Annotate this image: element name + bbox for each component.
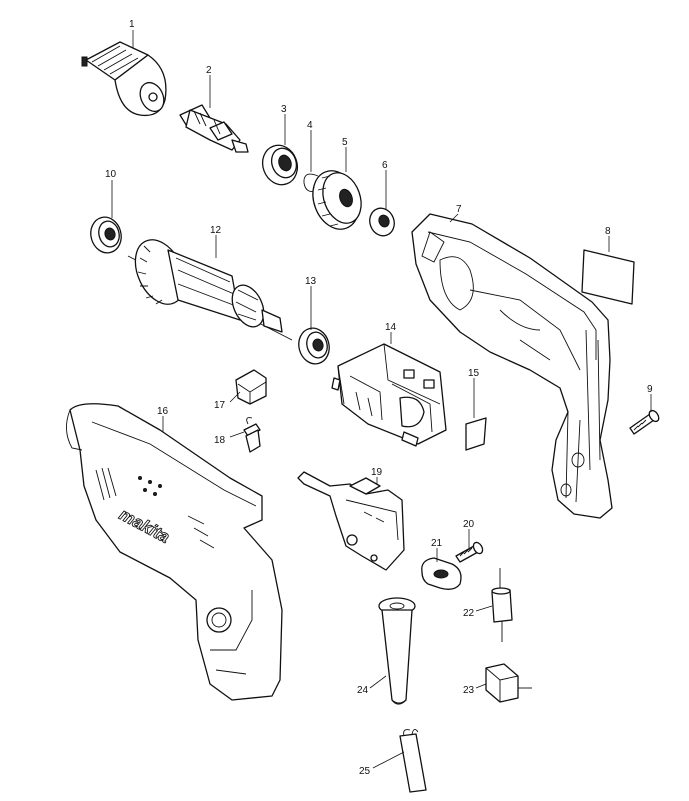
part-label: 22	[463, 608, 475, 619]
part-label: 3	[281, 104, 287, 115]
part-bearing-13	[298, 327, 330, 365]
part-baffle-plate	[465, 417, 487, 451]
part-switch	[297, 471, 405, 571]
part-label: 7	[456, 204, 462, 215]
part-label: 5	[342, 137, 348, 148]
part-brush-holder	[235, 369, 267, 405]
part-carbon-brush	[243, 417, 261, 453]
part-label: 14	[385, 322, 397, 333]
part-label: 4	[307, 120, 313, 131]
part-housing-half-branded: makita	[66, 403, 283, 701]
part-label: 1	[129, 19, 135, 30]
leader-lines	[111, 30, 652, 769]
part-label: 2	[206, 65, 212, 76]
part-label: 6	[382, 160, 388, 171]
part-bearing-6	[369, 207, 395, 237]
part-labels: 1 2 3 4 5 6 7 8 9 10 12 13 14 15 16 17 1…	[105, 19, 653, 777]
part-label: 24	[357, 685, 369, 696]
part-label: 16	[157, 406, 169, 417]
part-label: 23	[463, 685, 475, 696]
part-screw-20	[455, 541, 484, 563]
part-screw-9	[629, 409, 660, 435]
part-label: 9	[647, 384, 653, 395]
part-retaining-ring	[303, 173, 319, 192]
part-label: 17	[214, 400, 226, 411]
part-noise-suppressor	[491, 568, 513, 642]
part-strain-relief	[378, 597, 416, 705]
part-label: 21	[431, 538, 443, 549]
part-cord-clamp	[421, 557, 462, 590]
part-label: 19	[371, 467, 383, 478]
part-bearing-10	[90, 216, 122, 254]
part-cord	[399, 729, 427, 793]
part-bearing-3	[261, 144, 299, 186]
part-label: 12	[210, 225, 222, 236]
part-label: 13	[305, 276, 317, 287]
part-gear	[312, 170, 362, 230]
part-label: 20	[463, 519, 475, 530]
part-name-plate	[581, 249, 635, 305]
part-spindle	[179, 104, 249, 153]
part-field	[331, 343, 447, 447]
part-capacitor	[485, 663, 532, 703]
part-chuck	[81, 41, 167, 117]
part-label: 10	[105, 169, 117, 180]
part-label: 18	[214, 435, 226, 446]
part-armature	[127, 239, 293, 341]
part-label: 25	[359, 766, 371, 777]
part-label: 15	[468, 368, 480, 379]
part-housing-half	[411, 213, 613, 519]
part-label: 8	[605, 226, 611, 237]
